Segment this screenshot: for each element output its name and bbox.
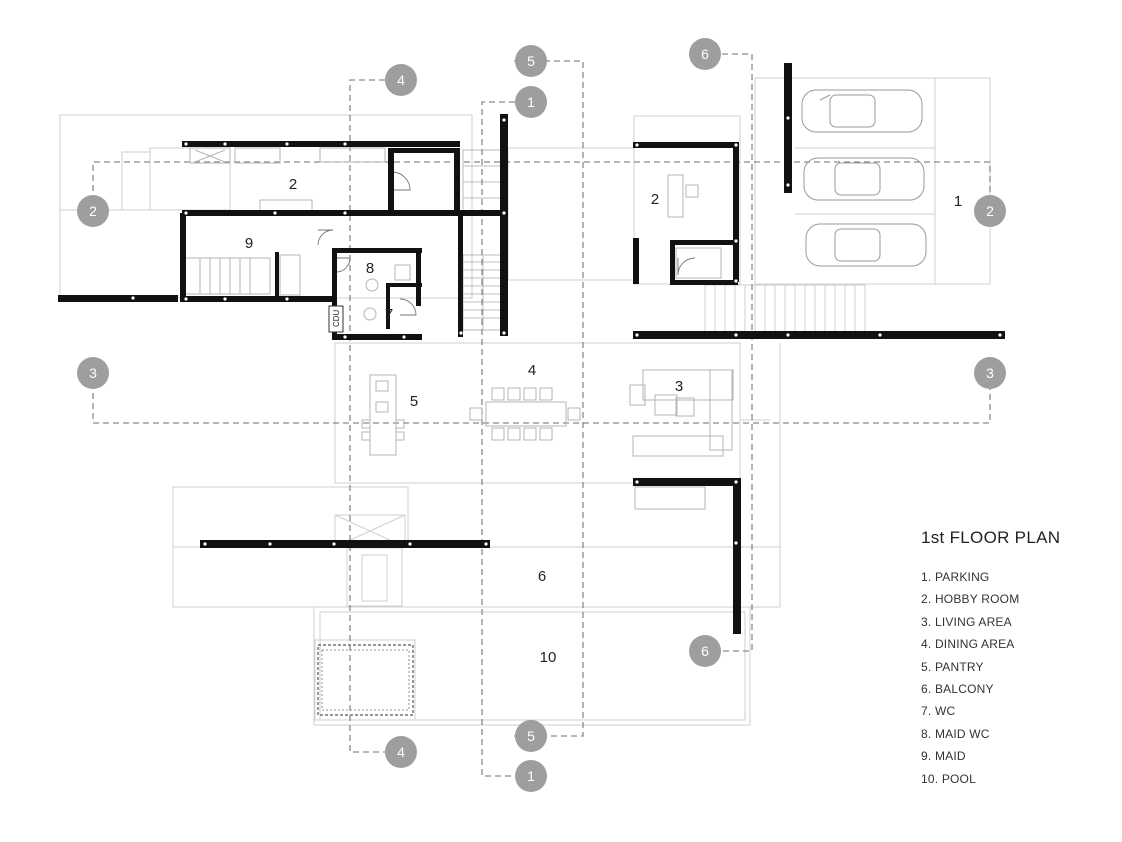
room-number-parking: 1: [954, 193, 962, 210]
svg-text:4: 4: [397, 744, 405, 760]
room-number-hobby-left: 2: [289, 176, 297, 193]
svg-text:6: 6: [701, 46, 709, 62]
room-numbers: 1 2 2 3 4 5 6 7 8 9 10: [245, 176, 962, 666]
room-number-maid: 9: [245, 235, 253, 252]
section-marker-2-right: 2: [974, 195, 1006, 227]
legend-item: 7. WC: [921, 704, 956, 719]
legend-item: 3. LIVING AREA: [921, 614, 1012, 629]
deck-planks: [704, 284, 866, 334]
legend-item: 1. PARKING: [921, 570, 990, 584]
legend-item: 10. POOL: [921, 771, 976, 786]
section-marker-5-top: 5: [515, 45, 547, 77]
parked-cars: [801, 89, 927, 267]
section-lines: [92, 53, 991, 777]
room-number-pantry: 5: [410, 393, 418, 410]
svg-text:2: 2: [986, 203, 994, 219]
section-marker-6-bottom: 6: [689, 635, 721, 667]
room-number-hobby-right: 2: [651, 191, 659, 208]
section-marker-3-right: 3: [974, 357, 1006, 389]
section-markers: 1 1 2 2 3 3 4 4: [77, 38, 1006, 792]
section-marker-4-bottom: 4: [385, 736, 417, 768]
svg-text:4: 4: [397, 72, 405, 88]
furniture: [184, 147, 734, 510]
room-number-wc: 7: [385, 306, 393, 323]
section-marker-5-bottom: 5: [515, 720, 547, 752]
section-marker-4-top: 4: [385, 64, 417, 96]
column-dots: [131, 116, 1002, 546]
cdu-label: CDU: [332, 309, 341, 327]
stairs: [462, 149, 504, 331]
svg-text:3: 3: [89, 365, 97, 381]
legend: 1st FLOOR PLAN 1. PARKING 2. HOBBY ROOM …: [921, 528, 1060, 794]
legend-item: 8. MAID WC: [921, 726, 990, 741]
section-marker-6-top: 6: [689, 38, 721, 70]
site-outlines: [59, 77, 991, 726]
section-marker-1-top: 1: [515, 86, 547, 118]
legend-item: 4. DINING AREA: [921, 637, 1015, 652]
section-marker-3-left: 3: [77, 357, 109, 389]
section-marker-1-bottom: 1: [515, 760, 547, 792]
svg-text:2: 2: [89, 203, 97, 219]
plan-title: 1st FLOOR PLAN: [921, 528, 1061, 547]
svg-text:1: 1: [527, 94, 535, 110]
section-marker-2-left: 2: [77, 195, 109, 227]
room-number-living: 3: [675, 378, 683, 395]
legend-item: 6. BALCONY: [921, 681, 994, 696]
legend-item: 9. MAID: [921, 749, 966, 764]
legend-list: 1. PARKING 2. HOBBY ROOM 3. LIVING AREA …: [921, 570, 1060, 794]
svg-text:3: 3: [986, 365, 994, 381]
pool-outline: [317, 644, 414, 716]
svg-text:5: 5: [527, 728, 535, 744]
room-number-dining: 4: [528, 362, 536, 379]
legend-item: 2. HOBBY ROOM: [921, 592, 1020, 607]
svg-text:5: 5: [527, 53, 535, 69]
walls: [58, 63, 1005, 634]
legend-item: 5. PANTRY: [921, 659, 984, 674]
room-number-pool: 10: [540, 649, 557, 666]
door-swings: [317, 171, 696, 316]
room-number-balcony: 6: [538, 568, 546, 585]
cdu-unit: CDU: [328, 305, 344, 333]
room-number-maid-wc: 8: [366, 260, 374, 277]
svg-text:6: 6: [701, 643, 709, 659]
svg-text:1: 1: [527, 768, 535, 784]
